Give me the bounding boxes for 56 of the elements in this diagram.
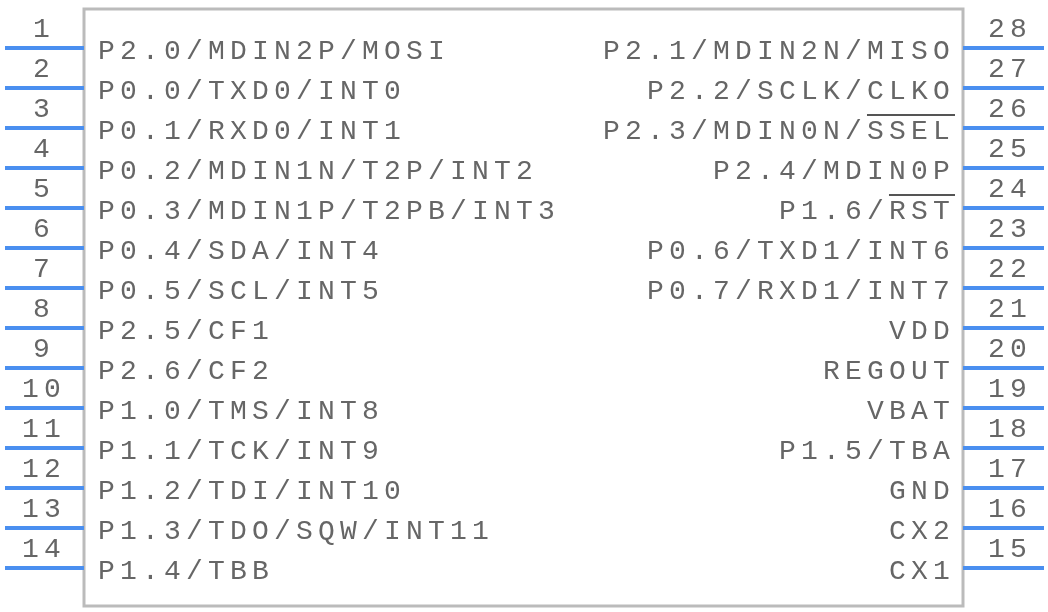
pin-number: 14 <box>22 534 66 566</box>
pin-number: 1 <box>33 14 55 46</box>
pin-number: 12 <box>22 454 66 486</box>
pin-number: 16 <box>988 494 1032 526</box>
pin-name: P1.6/RST <box>778 196 955 228</box>
pin-name: P0.1/RXD0/INT1 <box>98 116 407 148</box>
pin-name: P0.0/TXD0/INT0 <box>98 76 407 108</box>
pin-number: 10 <box>22 374 66 406</box>
pin-number: 5 <box>33 174 55 206</box>
pin-name: P1.2/TDI/INT10 <box>98 476 407 508</box>
pin-number: 17 <box>988 454 1032 486</box>
pin-number: 9 <box>33 334 55 366</box>
pin-name: P0.2/MDIN1N/T2P/INT2 <box>98 156 539 188</box>
pin-name: P0.5/SCL/INT5 <box>98 276 385 308</box>
pin-number: 6 <box>33 214 55 246</box>
pin-name: REGOUT <box>822 356 955 388</box>
pin-name: P1.3/TDO/SQW/INT11 <box>98 516 495 548</box>
pin-number: 20 <box>988 334 1032 366</box>
pin-number: 2 <box>33 54 55 86</box>
pin-name: P2.1/MDIN2N/MISO <box>602 36 955 68</box>
pin-name: P2.4/MDIN0P <box>712 156 955 188</box>
pin-name: P1.0/TMS/INT8 <box>98 396 385 428</box>
pin-number: 24 <box>988 174 1032 206</box>
pin-number: 27 <box>988 54 1032 86</box>
pin-name: P2.5/CF1 <box>98 316 275 348</box>
pin-name: VDD <box>889 316 955 348</box>
pin-number: 19 <box>988 374 1032 406</box>
pin-name: P2.0/MDIN2P/MOSI <box>98 36 451 68</box>
pin-number: 21 <box>988 294 1032 326</box>
pin-number: 22 <box>988 254 1032 286</box>
pin-name: P2.3/MDIN0N/SSEL <box>602 116 955 148</box>
pin-number: 26 <box>988 94 1032 126</box>
pin-name: GND <box>889 476 955 508</box>
pin-name: P1.1/TCK/INT9 <box>98 436 385 468</box>
pin-number: 25 <box>988 134 1032 166</box>
pin-name: P2.2/SCLK/CLKO <box>646 76 955 108</box>
pin-number: 28 <box>988 14 1032 46</box>
pin-name: P1.4/TBB <box>98 556 275 588</box>
pin-number: 3 <box>33 94 55 126</box>
pin-number: 7 <box>33 254 55 286</box>
pin-number: 18 <box>988 414 1032 446</box>
pin-name: CX2 <box>889 516 955 548</box>
pin-number: 15 <box>988 534 1032 566</box>
pin-name: P0.3/MDIN1P/T2PB/INT3 <box>98 196 561 228</box>
pin-number: 23 <box>988 214 1032 246</box>
pin-number: 8 <box>33 294 55 326</box>
pin-number: 13 <box>22 494 66 526</box>
pin-name: P1.5/TBA <box>778 436 955 468</box>
pin-name: P0.4/SDA/INT4 <box>98 236 385 268</box>
pin-name: P0.7/RXD1/INT7 <box>646 276 955 308</box>
pin-name: P2.6/CF2 <box>98 356 275 388</box>
pin-name: CX1 <box>889 556 955 588</box>
pin-name: VBAT <box>867 396 955 428</box>
pin-number: 11 <box>22 414 66 446</box>
pin-name: P0.6/TXD1/INT6 <box>646 236 955 268</box>
pin-number: 4 <box>33 134 55 166</box>
